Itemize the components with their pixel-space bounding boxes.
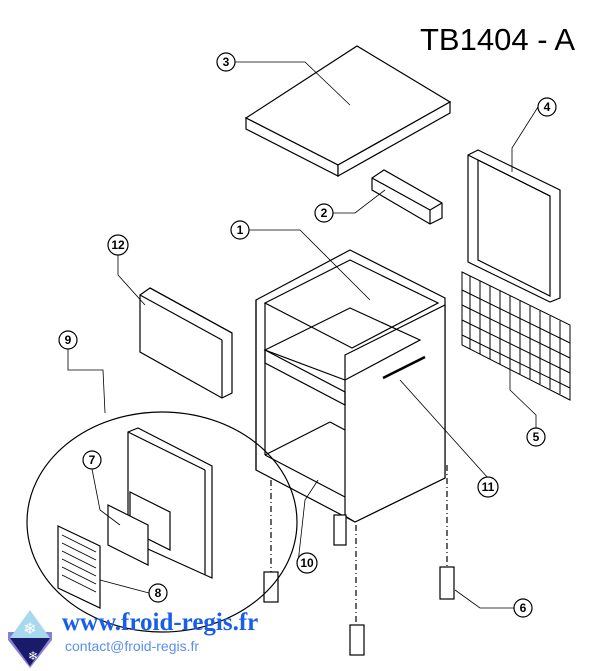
part-detail-panels	[57, 427, 213, 609]
part-condenser-grill	[461, 271, 571, 401]
snowflake-mountain-logo: ❄ ❄	[8, 610, 52, 668]
callout-8: 8	[148, 583, 168, 603]
callout-1: 1	[230, 220, 250, 240]
svg-text:4: 4	[544, 100, 551, 114]
detail-circle	[26, 411, 298, 633]
svg-text:❄: ❄	[23, 621, 36, 638]
svg-text:5: 5	[533, 430, 540, 444]
website-link[interactable]: www.froid-regis.fr	[62, 609, 259, 636]
svg-text:9: 9	[65, 333, 72, 347]
part-bracket	[371, 169, 443, 225]
part-top-panel	[244, 45, 452, 178]
callout-10: 10	[296, 552, 318, 574]
callout-6: 6	[513, 598, 533, 618]
callout-7: 7	[82, 450, 102, 470]
svg-text:6: 6	[520, 601, 527, 615]
svg-text:1: 1	[237, 223, 244, 237]
svg-text:11: 11	[482, 480, 495, 494]
callout-4: 4	[537, 97, 557, 117]
svg-text:8: 8	[155, 586, 162, 600]
drawing-title: TB1404 - A	[420, 22, 576, 57]
svg-text:❄: ❄	[28, 649, 38, 663]
svg-text:2: 2	[321, 206, 328, 220]
callout-5: 5	[526, 427, 546, 447]
svg-text:7: 7	[89, 453, 96, 467]
callout-3: 3	[216, 52, 236, 72]
svg-text:3: 3	[223, 55, 230, 69]
callout-9: 9	[58, 330, 78, 350]
part-side-panel	[139, 287, 233, 399]
callout-2: 2	[314, 203, 334, 223]
svg-text:10: 10	[300, 556, 314, 570]
part-cabinet-body	[255, 249, 446, 523]
contact-email-link[interactable]: contact@froid-regis.fr	[65, 638, 200, 654]
svg-text:12: 12	[111, 238, 125, 252]
leader-lines	[67, 61, 539, 609]
part-back-panel	[467, 149, 561, 303]
callout-12: 12	[107, 234, 129, 256]
callout-11: 11	[477, 476, 499, 498]
